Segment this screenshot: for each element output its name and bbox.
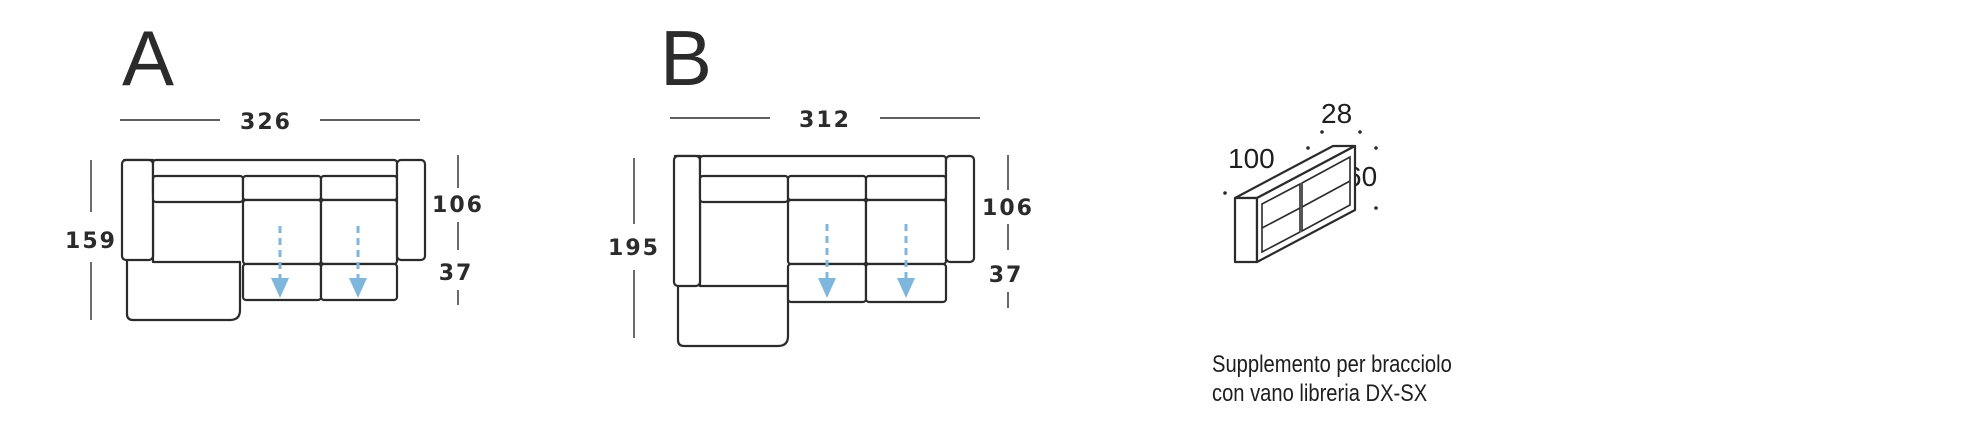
model-a-recliner-arrowhead-1	[271, 278, 289, 298]
model-b-seat-cushion-1	[786, 174, 868, 202]
model-b-diagram: B 312 195 106 37	[608, 14, 1034, 348]
model-a-chaise-cushion	[151, 174, 245, 204]
model-b-width-label: 312	[799, 108, 851, 133]
model-b-left-arm	[672, 154, 702, 288]
model-b-right-arm	[944, 154, 976, 264]
model-a-diagram: A 326 159 106 37	[65, 14, 482, 322]
model-a-letter: A	[122, 14, 174, 102]
dim-dot	[1374, 146, 1378, 150]
model-b-backrest	[698, 154, 948, 180]
module-shelf-divider-1	[1261, 207, 1301, 229]
module-shelf-divider-2	[1301, 180, 1351, 208]
dim-dot	[1358, 130, 1362, 134]
module-shelf-opening-2	[1301, 155, 1351, 233]
armrest-module-caption: Supplemento per bracciolo con vano libre…	[1212, 350, 1452, 408]
model-b-depth-extension-label: 37	[989, 263, 1024, 288]
model-b-depth-total-label: 195	[608, 236, 660, 261]
dim-dot	[1374, 206, 1378, 210]
dim-dot	[1223, 191, 1227, 195]
model-b-depth-seat-label: 106	[982, 196, 1034, 221]
model-b-chaise-base	[673, 154, 790, 348]
module-front-face	[1233, 196, 1259, 264]
dim-dot	[1320, 130, 1324, 134]
module-length-label: 100	[1228, 143, 1275, 174]
model-a-seat-cushion-2	[319, 174, 399, 202]
module-width-label: 28	[1321, 98, 1352, 129]
model-b-seat-cushion-2	[864, 174, 948, 202]
module-shelf-opening-1	[1261, 182, 1301, 254]
model-a-left-arm	[120, 158, 155, 262]
model-b-chaise-cushion	[698, 174, 790, 204]
model-a-panel: A 326 159 106 37	[0, 0, 482, 435]
model-a-recliner-arrowhead-2	[349, 278, 367, 298]
model-b-recliner-arrowhead-1	[818, 278, 836, 298]
model-b-panel: B 312 195 106 37	[600, 0, 1060, 435]
dim-dot	[1306, 146, 1310, 150]
caption-line-1: Supplemento per bracciolo	[1212, 351, 1452, 378]
model-a-depth-extension-label: 37	[439, 261, 474, 286]
model-a-right-arm	[395, 158, 427, 262]
model-b-letter: B	[660, 14, 712, 102]
armrest-module-panel: 100 28 60	[1200, 0, 1420, 300]
model-a-seat-cushion-1	[241, 174, 323, 202]
caption-line-2: con vano libreria DX-SX	[1212, 380, 1428, 407]
model-a-depth-seat-label: 106	[432, 193, 484, 218]
model-b-recliner-arrowhead-2	[897, 278, 915, 298]
model-a-width-label: 326	[240, 110, 292, 135]
model-a-seat-1	[241, 198, 323, 266]
armrest-bookcase-drawing: 100 28 60	[1223, 98, 1378, 264]
model-a-depth-total-label: 159	[65, 229, 117, 254]
